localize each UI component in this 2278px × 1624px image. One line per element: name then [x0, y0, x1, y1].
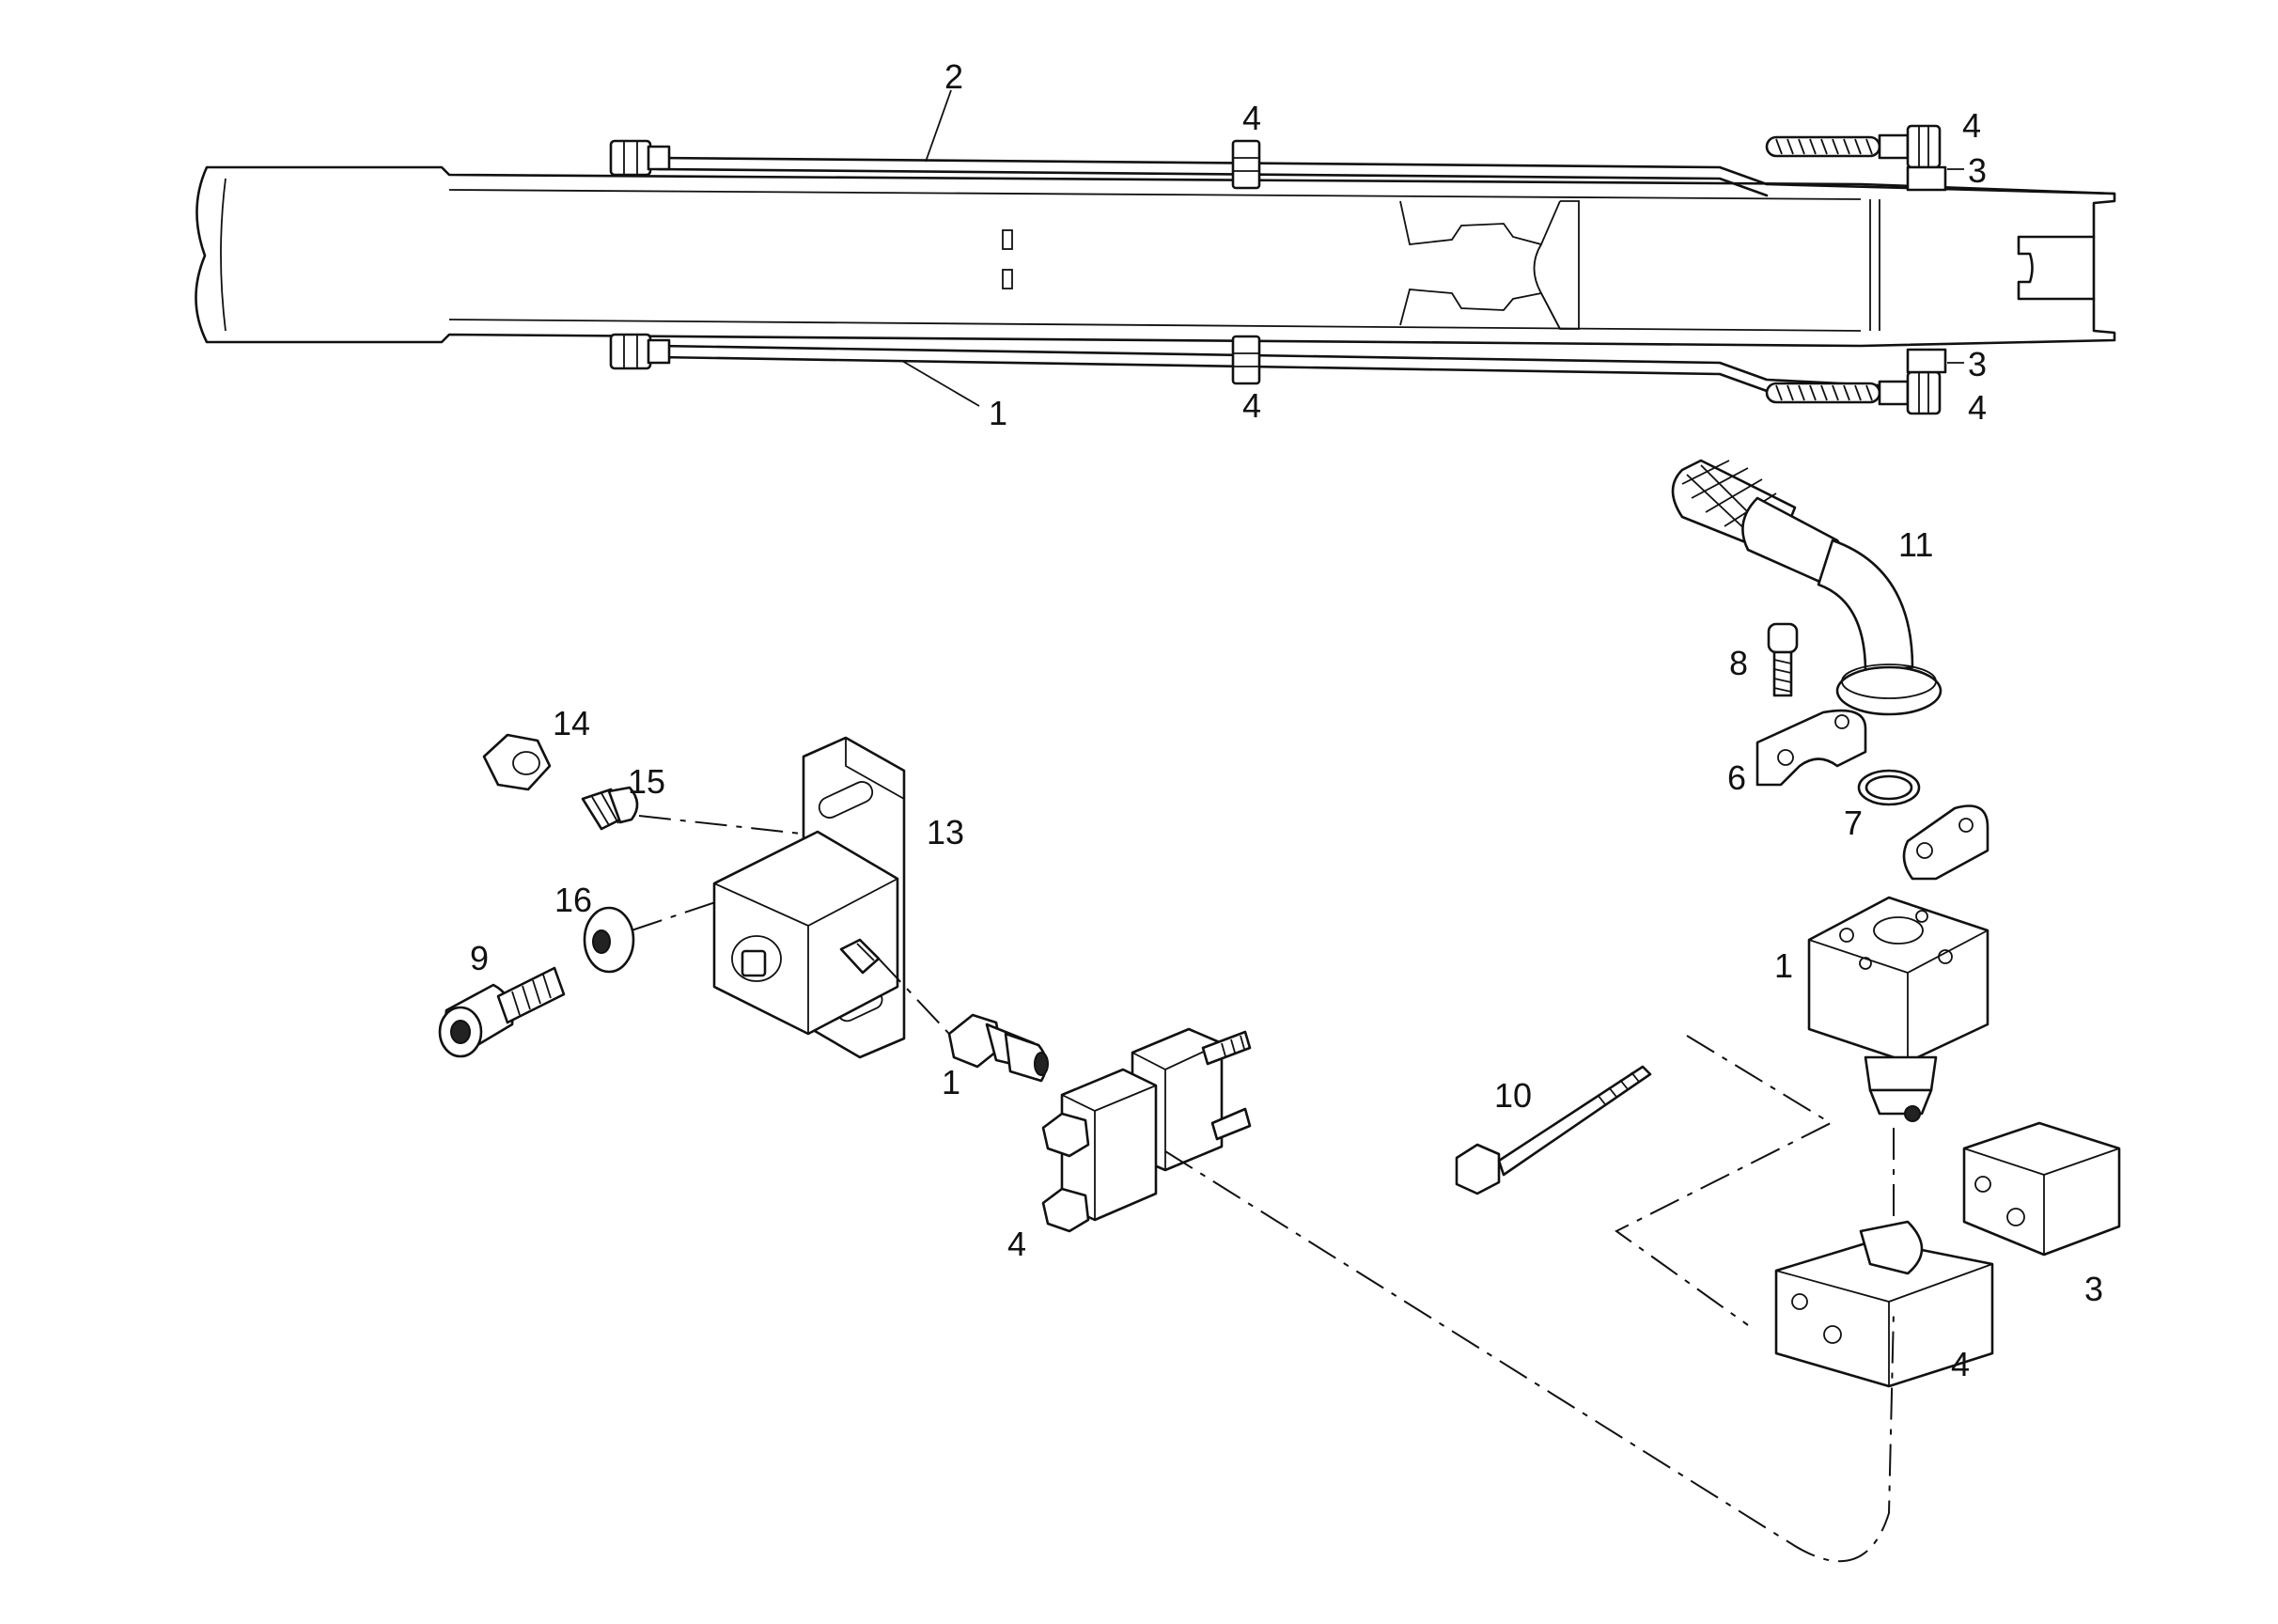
callout-part-10: 10 — [1494, 1076, 1532, 1115]
leader-top-2 — [925, 89, 952, 163]
callout-part-1-right: 1 — [1774, 946, 1793, 985]
callout-part-4-right: 4 — [1951, 1345, 1970, 1383]
clamp-assembly-4-left — [1041, 1027, 1252, 1233]
callout-top-4-right: 4 — [1962, 106, 1981, 145]
boom-lower-chord — [448, 319, 1862, 332]
long-bolt-10 — [1455, 1065, 1652, 1195]
callout-part-4-left: 4 — [1007, 1225, 1026, 1263]
hose-flange-group — [1671, 459, 1989, 1122]
callout-part-8: 8 — [1729, 644, 1748, 682]
fitting-1-left — [947, 1013, 1049, 1083]
right-clamp-group — [1455, 1035, 2121, 1388]
boom-assembly — [195, 89, 2116, 415]
boom-clevis — [2017, 235, 2096, 301]
upper-right-hose — [1765, 124, 1947, 192]
elbow-flange — [1835, 665, 1943, 716]
bracket-group — [438, 733, 1895, 1563]
upper-left-fitting — [609, 139, 671, 177]
fitting-to-clamp-line — [878, 958, 950, 1035]
split-flange-half-2 — [1902, 804, 1989, 881]
hex-nut-14 — [482, 733, 552, 791]
lower-right-hose — [1765, 348, 1947, 415]
callout-top-3-right: 3 — [1968, 151, 1987, 190]
boom-left-end — [220, 178, 226, 332]
boom-head-frame — [1399, 200, 1561, 330]
boom-outline — [195, 165, 2116, 348]
callout-part-15: 15 — [628, 762, 665, 801]
callout-part-9: 9 — [470, 939, 489, 977]
valve-block-1 — [1807, 896, 1989, 1122]
clamp-to-clamp-line — [1164, 1150, 1895, 1563]
callout-part-1-left: 1 — [942, 1063, 960, 1101]
lower-hydraulic-tube — [656, 344, 1881, 393]
boom-slot-lower — [1002, 269, 1013, 289]
callout-part-6: 6 — [1727, 758, 1746, 797]
boom-head-v — [1533, 200, 1580, 330]
callout-bot-3-right: 3 — [1968, 345, 1987, 383]
split-flange-6 — [1755, 709, 1867, 787]
callout-top-4-mid: 4 — [1242, 99, 1261, 137]
lower-left-fitting — [609, 333, 671, 370]
fitting-axis-line — [638, 815, 828, 837]
callout-bot-1: 1 — [989, 394, 1007, 432]
cap-screw-9 — [438, 966, 566, 1058]
fitting-15 — [581, 786, 639, 831]
upper-mid-clamp — [1231, 139, 1261, 190]
boom-upper-chord — [448, 189, 1862, 200]
callout-labels: 2 4 4 3 1 4 3 4 11 8 6 7 1 14 15 13 16 9… — [470, 57, 2103, 1383]
callout-part-16: 16 — [554, 881, 592, 919]
callout-part-7: 7 — [1844, 804, 1863, 842]
assembly-dashed-outline — [1615, 1035, 1833, 1326]
clamp-block-3 — [1962, 1121, 2121, 1257]
leader-bot-1 — [901, 360, 980, 407]
washer-16 — [583, 906, 635, 974]
callout-top-2: 2 — [944, 57, 963, 96]
lower-mid-clamp — [1231, 335, 1261, 385]
callout-bot-4-mid: 4 — [1242, 386, 1261, 425]
callout-part-11: 11 — [1898, 525, 1933, 564]
callout-part-13: 13 — [927, 813, 964, 851]
cap-screw-8 — [1767, 622, 1799, 697]
callout-part-3-right: 3 — [2084, 1270, 2103, 1308]
callout-part-14: 14 — [553, 704, 590, 742]
boom-slot-upper — [1002, 229, 1013, 250]
valve-cube — [712, 830, 899, 1036]
callout-bot-4-right: 4 — [1968, 388, 1987, 427]
